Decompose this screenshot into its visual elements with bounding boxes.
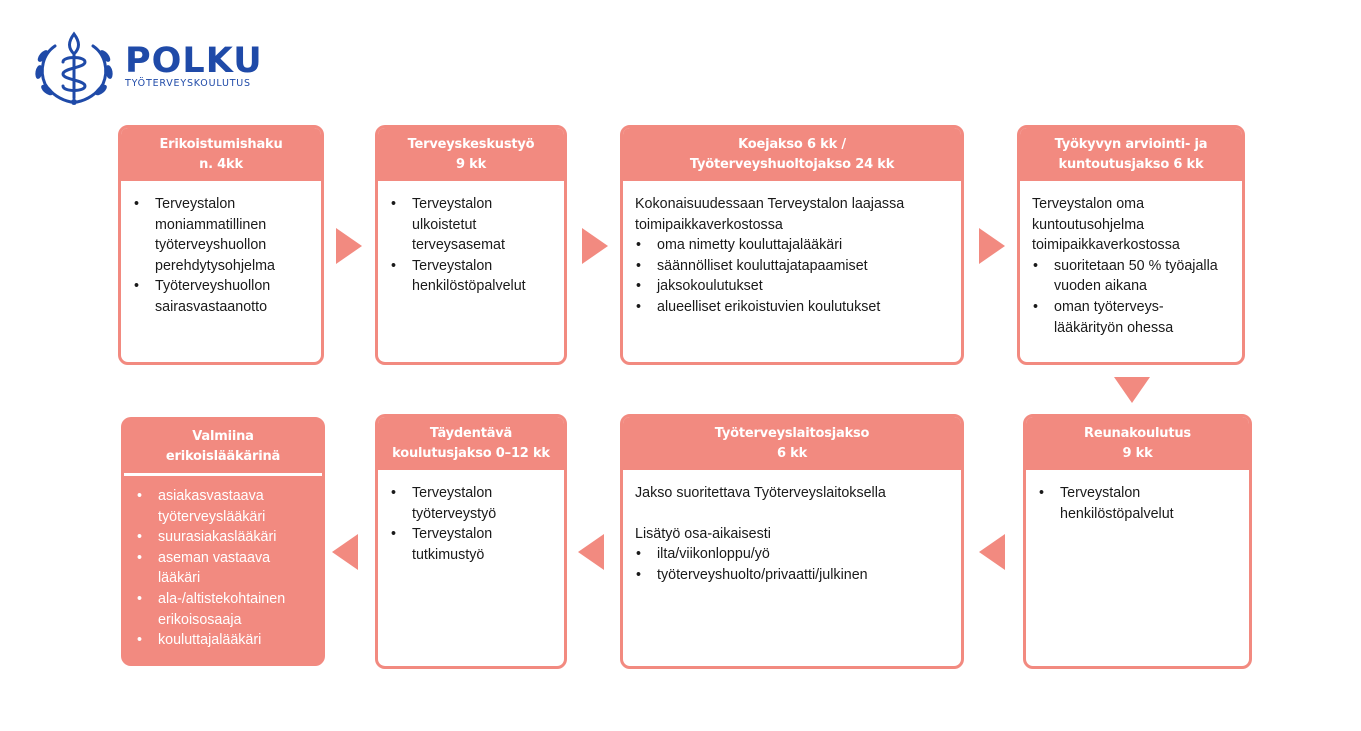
list-item: suoritetaan 50 % työajalla vuoden aikana (1032, 256, 1230, 297)
step-card-taydentava-koulutusjakso: Täydentävä koulutusjakso 0–12 kk Terveys… (375, 414, 567, 669)
step-title: Työkyvyn arviointi- ja kuntoutusjakso 6 … (1020, 128, 1242, 184)
arrow-right-icon (582, 228, 608, 264)
step-title-line: 9 kk (455, 156, 487, 172)
arrow-down-icon (1114, 377, 1150, 403)
list-item: asiakasvastaava työterveyslääkäri (136, 486, 310, 527)
step-list: Terveystalon työterveystyö Terveystalon … (390, 483, 552, 565)
step-title-line: Erikoistumishaku (159, 136, 283, 152)
arrow-left-icon (979, 534, 1005, 570)
step-list: asiakasvastaava työterveyslääkäri suuras… (136, 486, 310, 651)
step-title-line: Koejakso 6 kk / (738, 136, 846, 152)
step-title-line: kuntoutusjakso 6 kk (1058, 156, 1204, 172)
step-intro: Jakso suoritettava Työterveyslaitoksella (635, 485, 886, 501)
step-title-line: n. 4kk (199, 156, 243, 172)
list-item: aseman vastaava lääkäri (136, 548, 310, 589)
list-item: oman työterveys-lääkärityön ohessa (1032, 297, 1230, 338)
list-item: säännölliset kouluttajatapaamiset (635, 256, 949, 277)
step-list: suoritetaan 50 % työajalla vuoden aikana… (1032, 256, 1230, 338)
step-title-line: koulutusjakso 0–12 kk (392, 445, 550, 461)
step-title: Terveyskeskustyö 9 kk (378, 128, 564, 184)
logo-title: POLKU (125, 41, 263, 81)
step-title-line: 9 kk (1122, 445, 1153, 461)
step-card-tyoterveyslaitosjakso: Työterveyslaitosjakso 6 kk Jakso suorite… (620, 414, 964, 669)
step-list: Terveystalon ulkoistetut terveysasemat T… (390, 194, 552, 297)
list-item: Terveystalon tutkimustyö (390, 524, 552, 565)
list-item: Terveystalon henkilöstöpalvelut (1038, 483, 1237, 524)
step-list: Terveystalon henkilöstöpalvelut (1038, 483, 1237, 524)
list-item: ala-/altistekohtainen erikoisosaaja (136, 589, 310, 630)
step-title: Erikoistumishaku n. 4kk (121, 128, 321, 184)
polku-logo: POLKU TYÖTERVEYSKOULUTUS (33, 28, 273, 108)
list-item: työterveyshuolto/privaatti/julkinen (635, 565, 949, 586)
step-intro: Terveystalon oma kuntoutusohjelma toimip… (1032, 196, 1180, 254)
list-item: Terveystalon henkilöstöpalvelut (390, 256, 552, 297)
step-list: ilta/viikonloppu/yö työterveyshuolto/pri… (635, 544, 949, 585)
step-list: Terveystalon moniammatillinen työterveys… (133, 194, 309, 318)
step-title-line: Työterveyshuoltojakso 24 kk (689, 156, 895, 172)
logo-subtitle: TYÖTERVEYSKOULUTUS (125, 78, 251, 89)
step-card-tyokyvyn-arviointi: Työkyvyn arviointi- ja kuntoutusjakso 6 … (1017, 125, 1245, 365)
step-card-koejakso: Koejakso 6 kk / Työterveyshuoltojakso 24… (620, 125, 964, 365)
step-title-line: Työterveyslaitosjakso (714, 425, 870, 441)
arrow-left-icon (578, 534, 604, 570)
list-item: Terveystalon työterveystyö (390, 483, 552, 524)
arrow-left-icon (332, 534, 358, 570)
step-title: Koejakso 6 kk / Työterveyshuoltojakso 24… (623, 128, 961, 184)
list-item: Terveystalon ulkoistetut terveysasemat (390, 194, 552, 256)
step-title-line: Täydentävä (429, 425, 513, 441)
polku-emblem-icon (35, 31, 113, 105)
step-title-line: 6 kk (776, 445, 808, 461)
step-card-reunakoulutus: Reunakoulutus 9 kk Terveystalon henkilös… (1023, 414, 1252, 669)
list-item: ilta/viikonloppu/yö (635, 544, 949, 565)
list-item: oma nimetty kouluttajalääkäri (635, 235, 949, 256)
list-item: Terveystalon moniammatillinen työterveys… (133, 194, 309, 276)
list-item: Työterveyshuollon sairasvastaanotto (133, 276, 309, 317)
step-intro: Kokonaisuudessaan Terveystalon laajassa … (635, 196, 905, 233)
step-card-terveyskeskustyo: Terveyskeskustyö 9 kk Terveystalon ulkoi… (375, 125, 567, 365)
step-title: Valmiina erikoislääkärinä (124, 420, 322, 476)
step-title-line: erikoislääkärinä (165, 448, 281, 464)
arrow-right-icon (979, 228, 1005, 264)
step-title: Reunakoulutus 9 kk (1026, 417, 1249, 473)
step-intro-secondary: Lisätyö osa-aikaisesti (635, 525, 771, 542)
step-title: Täydentävä koulutusjakso 0–12 kk (378, 417, 564, 473)
step-list: oma nimetty kouluttajalääkäri säännöllis… (635, 235, 949, 317)
step-title-line: Työkyvyn arviointi- ja (1054, 136, 1208, 152)
step-title-line: Reunakoulutus (1084, 425, 1191, 441)
list-item: jaksokoulutukset (635, 276, 949, 297)
arrow-right-icon (336, 228, 362, 264)
list-item: kouluttajalääkäri (136, 630, 310, 651)
step-title-line: Valmiina (192, 428, 254, 444)
step-title-line: Terveyskeskustyö (407, 136, 535, 152)
list-item: suurasiakaslääkäri (136, 527, 310, 548)
step-title: Työterveyslaitosjakso 6 kk (623, 417, 961, 473)
step-card-erikoistumishaku: Erikoistumishaku n. 4kk Terveystalon mon… (118, 125, 324, 365)
list-item: alueelliset erikoistuvien koulutukset (635, 297, 949, 318)
step-card-valmiina-erikoislaakarina: Valmiina erikoislääkärinä asiakasvastaav… (121, 417, 325, 666)
